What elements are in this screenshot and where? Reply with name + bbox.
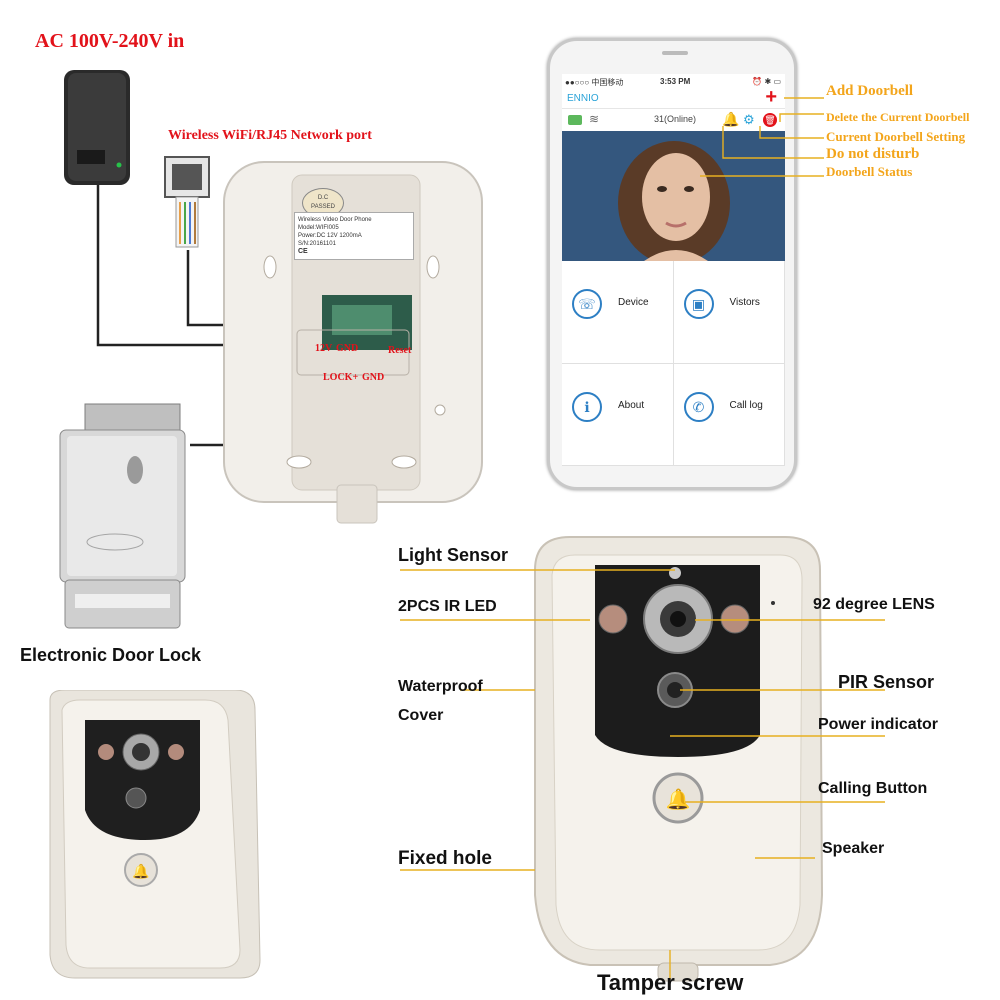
label-pir-sensor: PIR Sensor — [838, 672, 935, 692]
online-status: 31(Online) — [654, 114, 697, 124]
menu-grid: ☏ Device ▣ Vistors ℹ About ✆ Call log — [562, 261, 785, 466]
spec-label: Wireless Video Door Phone Model:WIFI005 … — [294, 212, 414, 260]
spec-power: Power:DC 12V 1200mA — [298, 233, 362, 239]
callout-add-doorbell: Add Doorbell — [826, 83, 914, 99]
phone-callout-lines — [700, 97, 824, 177]
carrier-text: ●●○○○ 中国移动 — [565, 78, 624, 87]
battery-icon — [568, 115, 582, 125]
label-fixed-hole: Fixed hole — [398, 848, 492, 869]
electronic-lock-image — [59, 403, 186, 629]
ac-input-label: AC 100V-240V in — [35, 30, 185, 52]
label-speaker: Speaker — [822, 840, 885, 857]
phone-speaker-slot — [662, 51, 688, 55]
power-adapter-image — [64, 70, 130, 185]
terminal-12v: 12V — [315, 343, 333, 354]
status-icons: ⏰ ✱ ▭ — [752, 77, 781, 86]
spec-product: Wireless Video Door Phone — [298, 217, 372, 223]
gear-icon[interactable]: ⚙ — [743, 112, 755, 127]
phone-icon: ☏ — [572, 289, 602, 319]
doorbell-callout-lines — [400, 569, 885, 980]
trash-icon[interactable]: 🗑 — [763, 113, 777, 127]
label-lens: 92 degree LENS — [813, 596, 935, 613]
status-time: 3:53 PM — [660, 77, 691, 86]
menu-visitors-label: Vistors — [729, 297, 760, 308]
spec-serial: S/N:20161101 — [298, 241, 336, 247]
app-screen: ●●○○○ 中国移动 3:53 PM ⏰ ✱ ▭ ENNIO + ≋ 31(On… — [562, 74, 785, 466]
label-calling-button: Calling Button — [818, 780, 928, 797]
rj45-connector-image — [164, 156, 210, 248]
spec-model: Model:WIFI005 — [298, 225, 339, 231]
passed-stamp-line2: PASSED — [311, 204, 335, 210]
menu-call-log-label: Call log — [729, 399, 763, 411]
spec-ce: CE — [298, 248, 308, 255]
callout-doorbell-setting: Current Doorbell Setting — [826, 129, 966, 144]
callout-do-not-disturb: Do not disturb — [826, 146, 920, 162]
passed-stamp-line1: D.C — [317, 195, 329, 201]
menu-device-label: Device — [618, 297, 649, 308]
bell-icon[interactable]: 🔔 — [722, 111, 740, 127]
terminal-gnd2: GND — [362, 372, 385, 383]
lock-label: Electronic Door Lock — [20, 645, 202, 665]
label-waterproof-line1: Waterproof — [398, 678, 483, 695]
svg-text:🔔: 🔔 — [666, 787, 691, 811]
terminal-gnd: GND — [336, 343, 359, 354]
call-log-icon: ✆ — [683, 391, 714, 422]
label-ir-led: 2PCS IR LED — [398, 598, 497, 615]
app-title: ENNIO — [567, 93, 599, 104]
doorbell-info-bar: ≋ 31(Online) 🔔 ⚙ 🗑 — [562, 109, 785, 131]
menu-about-label: About — [618, 399, 645, 411]
doorbell-back-panel: D.C PASSED Wireless Video Door Phone Mod… — [222, 160, 484, 528]
label-tamper-screw: Tamper screw — [597, 970, 744, 995]
photo-icon: ▣ — [683, 289, 714, 319]
menu-device[interactable]: ☏ Device — [562, 261, 674, 364]
info-icon: ℹ — [572, 391, 602, 422]
callout-doorbell-status: Doorbell Status — [826, 164, 913, 179]
live-video-feed[interactable] — [562, 131, 785, 261]
menu-about[interactable]: ℹ About — [562, 363, 674, 466]
visitor-portrait-image — [562, 131, 785, 261]
add-doorbell-button[interactable]: + — [765, 86, 777, 108]
terminal-lock: LOCK+ — [323, 372, 359, 383]
terminal-reset: Reset — [388, 345, 412, 356]
app-header: ENNIO + — [562, 86, 785, 109]
menu-call-log[interactable]: ✆ Call log — [673, 363, 785, 466]
doorbell-front-image: 🔔 — [534, 536, 824, 982]
network-port-label: Wireless WiFi/RJ45 Network port — [168, 128, 372, 143]
wifi-icon: ≋ — [589, 112, 600, 126]
label-power-indicator: Power indicator — [818, 716, 939, 733]
doorbell-side-view-image: 🔔 — [49, 690, 261, 979]
svg-text:🔔: 🔔 — [132, 863, 149, 880]
status-bar: ●●○○○ 中国移动 3:53 PM ⏰ ✱ ▭ — [562, 74, 785, 89]
label-light-sensor: Light Sensor — [398, 545, 509, 565]
menu-visitors[interactable]: ▣ Vistors — [673, 261, 785, 364]
smartphone: ●●○○○ 中国移动 3:53 PM ⏰ ✱ ▭ ENNIO + ≋ 31(On… — [547, 38, 797, 490]
label-waterproof-line2: Cover — [398, 707, 444, 724]
callout-delete-doorbell: Delete the Current Doorbell — [826, 110, 970, 124]
